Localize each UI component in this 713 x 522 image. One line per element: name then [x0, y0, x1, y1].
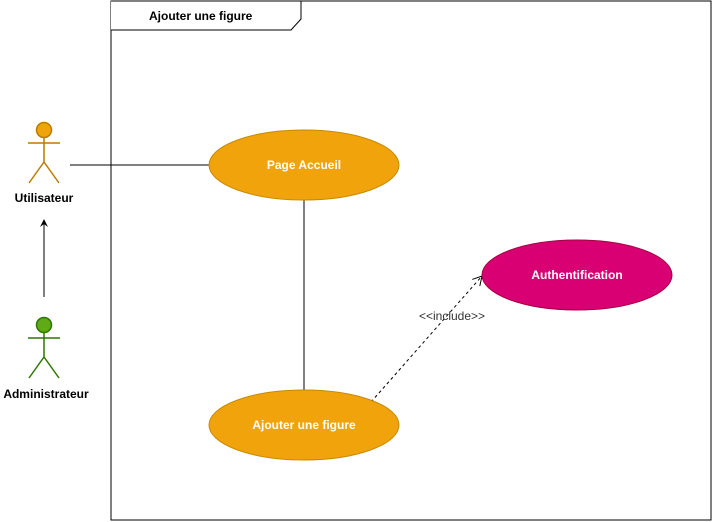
use-case-label: Page Accueil [267, 158, 341, 172]
actor-label: Administrateur [3, 387, 89, 401]
actor-utilisateur[interactable]: Utilisateur [15, 121, 74, 206]
actor-administrateur[interactable]: Administrateur [3, 316, 89, 402]
frame-title: Ajouter une figure [149, 9, 253, 23]
use-case-ajouter-une-figure[interactable]: Ajouter une figure [208, 389, 400, 461]
frame-title-tab [111, 0, 302, 31]
actor-label: Utilisateur [15, 191, 74, 205]
use-case-page-accueil[interactable]: Page Accueil [208, 129, 400, 201]
include-label: <<include>> [419, 309, 485, 323]
include-dependency [370, 275, 483, 403]
use-case-label: Ajouter une figure [252, 418, 356, 432]
actor-head [35, 121, 53, 139]
system-frame: Ajouter une figure [110, 0, 712, 521]
actor-head [35, 316, 53, 334]
use-case-authentification[interactable]: Authentification [481, 239, 673, 311]
use-case-label: Authentification [531, 268, 622, 282]
